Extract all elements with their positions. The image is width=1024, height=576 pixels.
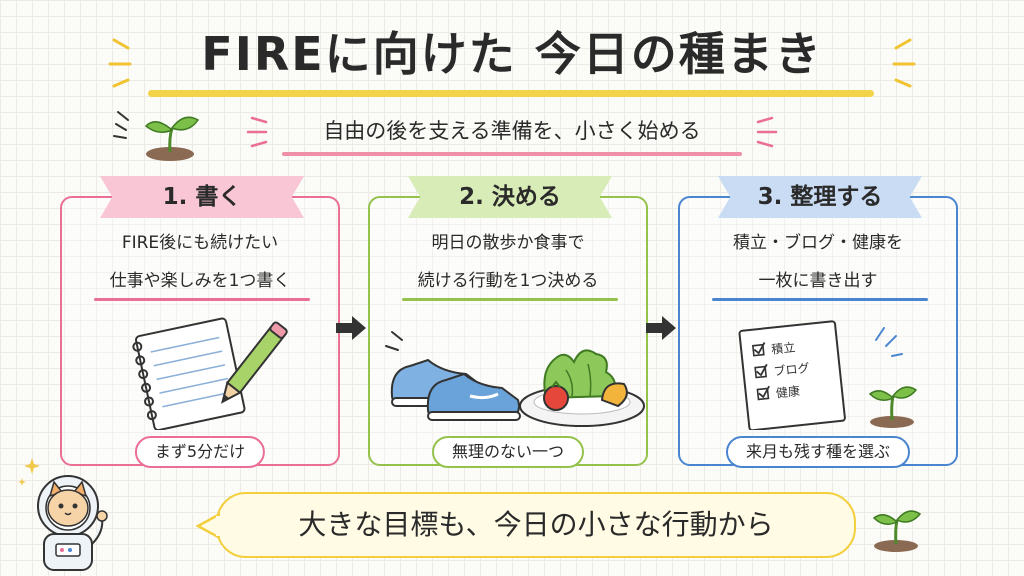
step-card-write: 1. 書く FIRE後にも続けたい 仕事や楽しみを1つ書く まず5分だけ — [60, 176, 340, 468]
step-desc-line: 明日の散歩か食事で — [431, 233, 585, 253]
step-card-organize: 3. 整理する 積立・ブログ・健康を 一枚に書き出す 積立 ブログ 健康 来月も… — [678, 176, 958, 468]
checklist-item: 健康 — [775, 383, 800, 400]
step-pill: 来月も残す種を選ぶ — [725, 436, 911, 468]
accent-lines-left-icon — [246, 116, 268, 148]
subtitle-underline — [282, 152, 742, 156]
accent-lines-right-icon — [756, 116, 778, 148]
spark-lines-left-icon — [108, 38, 132, 88]
step-pill: 無理のない一つ — [431, 436, 585, 468]
goal-speech-bubble — [216, 492, 856, 558]
bubble-tail-icon — [196, 512, 220, 540]
notebook-pencil-icon — [132, 317, 288, 430]
desc-underline — [712, 298, 928, 301]
checklist-paper-icon: 積立 ブログ 健康 — [738, 320, 918, 430]
step-desc-line: 続ける行動を1つ決める — [417, 271, 599, 291]
checklist-item: ブログ — [773, 360, 810, 379]
step-pill: まず5分だけ — [134, 436, 266, 468]
goal-text: 大きな目標も、今日の小さな行動から — [298, 508, 774, 541]
step-desc-line: 一枚に書き出す — [758, 271, 878, 291]
page-subtitle: 自由の後を支える準備を、小さく始める — [323, 119, 701, 143]
checklist-item: 積立 — [771, 339, 796, 356]
sprout-small-icon — [872, 510, 922, 552]
step-card-decide: 2. 決める 明日の散歩か食事で 続ける行動を1つ決める 無理のない一つ — [368, 176, 648, 468]
astronaut-cat-icon — [18, 458, 108, 571]
step-label: 3. 整理する — [718, 176, 922, 218]
sprout-icon — [113, 111, 200, 161]
page-title: FIREに向けた 今日の種まき — [201, 27, 823, 81]
step-desc-line: FIRE後にも続けたい — [121, 233, 279, 253]
step-label: 2. 決める — [408, 176, 612, 218]
spark-lines-right-icon — [892, 38, 916, 88]
step-desc-line: 積立・ブログ・健康を — [733, 233, 903, 253]
sneakers-and-salad-icon — [385, 331, 645, 427]
arrow-right-icon — [336, 316, 366, 340]
desc-underline — [94, 298, 310, 301]
arrow-right-icon — [646, 316, 676, 340]
step-label: 1. 書く — [100, 176, 304, 218]
desc-underline — [402, 298, 618, 301]
step-desc-line: 仕事や楽しみを1つ書く — [109, 271, 291, 291]
title-underline — [148, 90, 874, 97]
